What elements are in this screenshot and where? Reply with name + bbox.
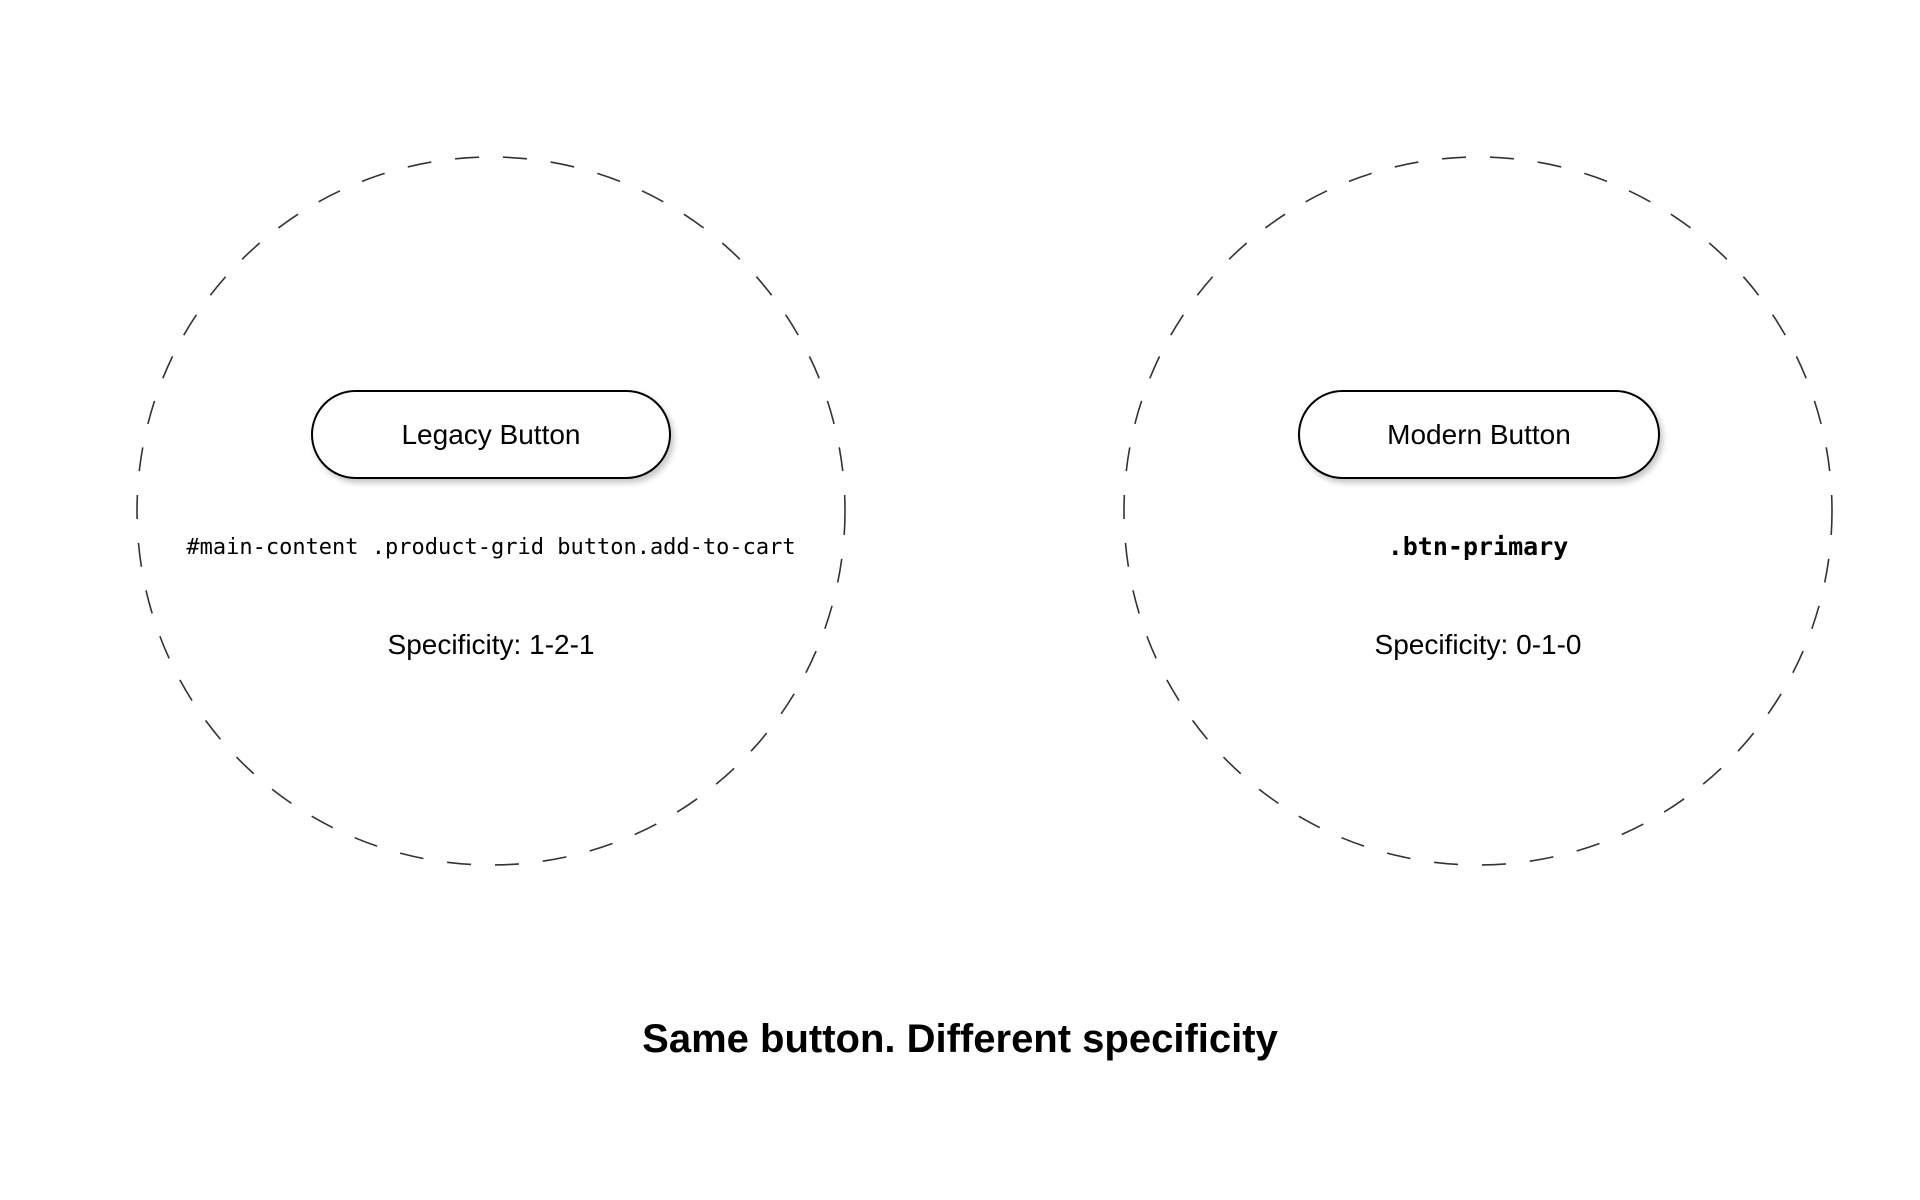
legacy-selector-text: #main-content .product-grid button.add-t…	[186, 535, 796, 560]
modern-selector-text: .btn-primary	[1387, 532, 1569, 561]
modern-specificity-label: Specificity: 0-1-0	[1374, 629, 1582, 660]
legacy-panel: Legacy Button #main-content .product-gri…	[137, 0, 845, 1000]
diagram-title: Same button. Different specificity	[642, 1017, 1278, 1061]
legacy-button[interactable]: Legacy Button	[311, 390, 671, 479]
modern-panel: Modern Button .btn-primary Specificity: …	[1124, 0, 1832, 1000]
modern-button[interactable]: Modern Button	[1298, 390, 1660, 479]
legacy-specificity-label: Specificity: 1-2-1	[387, 629, 595, 660]
modern-dashed-circle	[1123, 156, 1833, 866]
legacy-dashed-circle	[136, 156, 846, 866]
